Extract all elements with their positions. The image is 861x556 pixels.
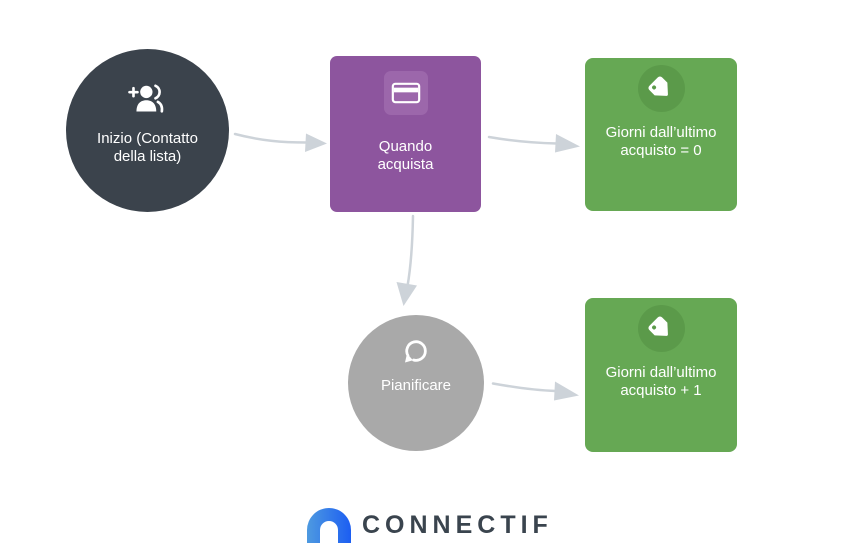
connectif-logo: CONNECTIF bbox=[306, 504, 553, 546]
logo-wordmark: CONNECTIF bbox=[362, 511, 553, 539]
node-label: Inizio (Contatto della lista) bbox=[97, 130, 198, 166]
node-label-line1: Quando bbox=[378, 138, 433, 155]
loop-icon bbox=[400, 336, 432, 366]
connector-schedule-to-tag-bottom bbox=[491, 382, 558, 393]
node-label: Giorni dall’ultimo acquisto = 0 bbox=[606, 124, 717, 160]
arrowhead-start-to-trigger bbox=[305, 133, 327, 152]
node-start-contact-list[interactable]: Inizio (Contatto della lista) bbox=[66, 49, 229, 212]
connector-trigger-to-schedule bbox=[406, 214, 415, 288]
arrowhead-trigger-to-tag-top bbox=[555, 134, 580, 153]
node-days-since-purchase-0[interactable]: Giorni dall’ultimo acquisto = 0 bbox=[585, 58, 737, 211]
credit-card-icon bbox=[383, 71, 428, 115]
connectif-arch-icon bbox=[306, 507, 352, 543]
node-label-line2: acquisto + 1 bbox=[620, 382, 702, 399]
connector-trigger-to-tag-top bbox=[487, 135, 559, 145]
node-label-line2: della lista) bbox=[113, 148, 182, 165]
node-days-since-purchase-plus-1[interactable]: Giorni dall’ultimo acquisto + 1 bbox=[585, 298, 737, 452]
connector-start-to-trigger bbox=[233, 132, 308, 144]
node-label-line1: Pianificare bbox=[380, 377, 452, 394]
node-label-line1: Inizio (Contatto bbox=[97, 130, 198, 147]
tag-icon bbox=[637, 305, 685, 352]
arrowhead-schedule-to-tag-bottom bbox=[554, 381, 579, 401]
node-label: Giorni dall’ultimo acquisto + 1 bbox=[606, 364, 717, 400]
tag-icon bbox=[637, 65, 685, 112]
node-label-line2: acquisto = 0 bbox=[620, 142, 702, 159]
node-schedule[interactable]: Pianificare bbox=[348, 315, 484, 451]
node-label-line1: Giorni dall’ultimo bbox=[605, 364, 717, 381]
node-label: Pianificare bbox=[381, 377, 451, 395]
arrowhead-trigger-to-schedule bbox=[396, 282, 417, 306]
node-label-line1: Giorni dall’ultimo bbox=[605, 124, 717, 141]
node-label: Quando acquista bbox=[378, 138, 434, 174]
person-add-icon bbox=[126, 82, 170, 114]
node-label-line2: acquista bbox=[377, 156, 434, 173]
node-when-purchases[interactable]: Quando acquista bbox=[330, 56, 481, 212]
